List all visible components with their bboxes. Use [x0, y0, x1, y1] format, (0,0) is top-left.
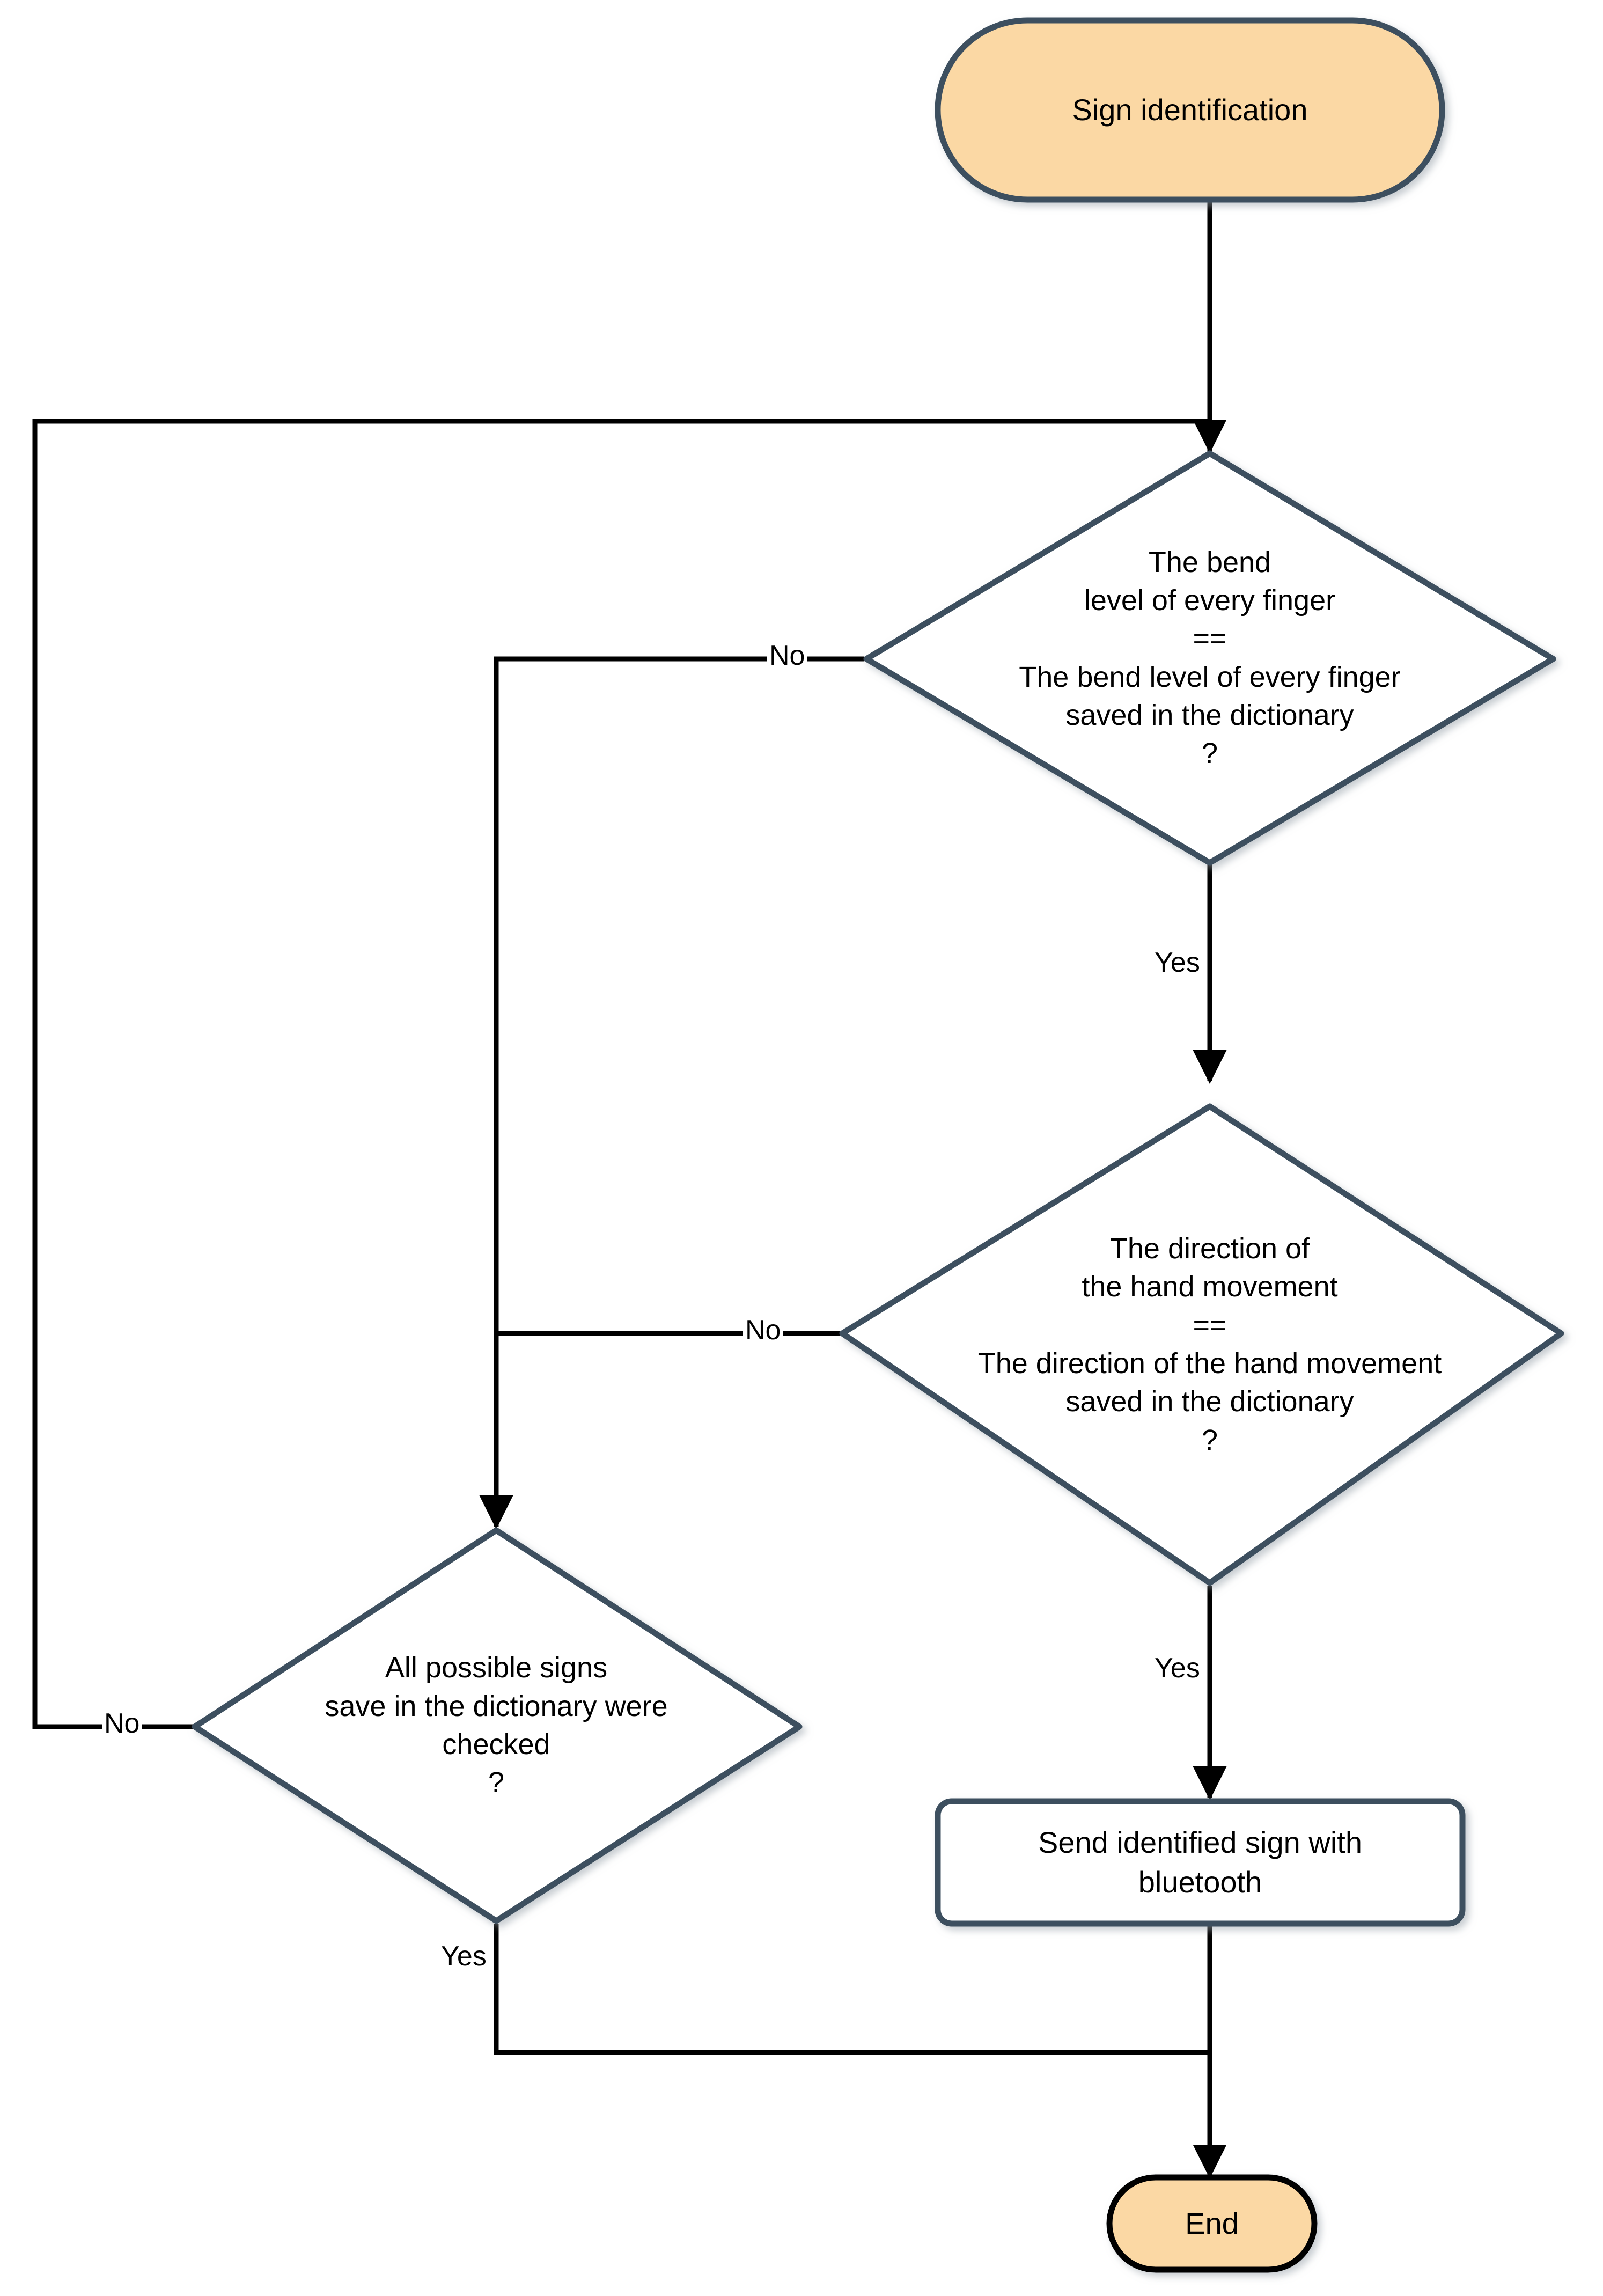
edge-label-bend-no: No	[767, 642, 807, 670]
node-decision-allchecked-shape[interactable]	[192, 1527, 803, 1924]
node-start-shape[interactable]	[935, 17, 1445, 203]
edge-label-bend-yes: Yes	[1152, 949, 1202, 977]
edge-bend-no	[479, 656, 864, 1530]
node-end-shape[interactable]	[1106, 2174, 1318, 2273]
node-process-send-shape[interactable]	[935, 1798, 1466, 1927]
edge-label-direction-yes: Yes	[1152, 1654, 1202, 1682]
edge-label-allchecked-yes: Yes	[439, 1942, 489, 1970]
edge-allchecked-yes	[494, 1924, 1210, 2055]
node-decision-bend-shape[interactable]	[863, 450, 1556, 866]
edge-label-direction-no: No	[743, 1316, 783, 1344]
edge-label-allchecked-no: No	[102, 1710, 142, 1737]
node-decision-direction-shape[interactable]	[839, 1103, 1564, 1586]
